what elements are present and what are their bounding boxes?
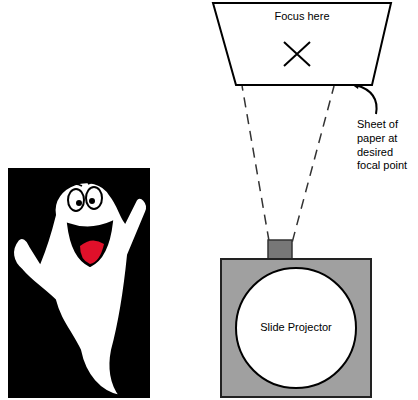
ghost-tongue <box>80 240 104 264</box>
node-text: Slide Projector <box>260 321 332 334</box>
paper-sheet: Focus here <box>212 2 392 86</box>
projector-body: Slide Projector <box>220 258 372 398</box>
node-text: Focus here <box>274 10 329 23</box>
ghost-pupil <box>76 200 82 206</box>
callout-arrow <box>356 85 377 114</box>
ghost-eye <box>68 189 84 211</box>
projector-lens <box>268 240 292 259</box>
ghost-pupil <box>89 198 95 204</box>
projector-housing <box>221 259 371 397</box>
light-beam <box>242 86 272 258</box>
ghost-mouth <box>68 222 112 266</box>
callout-text: Sheet of paper at desired focal point <box>357 118 415 173</box>
ghost-background <box>8 168 150 398</box>
ghost-eye <box>86 187 102 209</box>
ghost-body <box>13 182 147 396</box>
ghost-brow <box>68 182 102 186</box>
focus-mark <box>284 42 310 66</box>
projector-disc <box>236 268 356 388</box>
paper-sheet-shape <box>213 3 391 85</box>
light-beam <box>288 86 334 258</box>
